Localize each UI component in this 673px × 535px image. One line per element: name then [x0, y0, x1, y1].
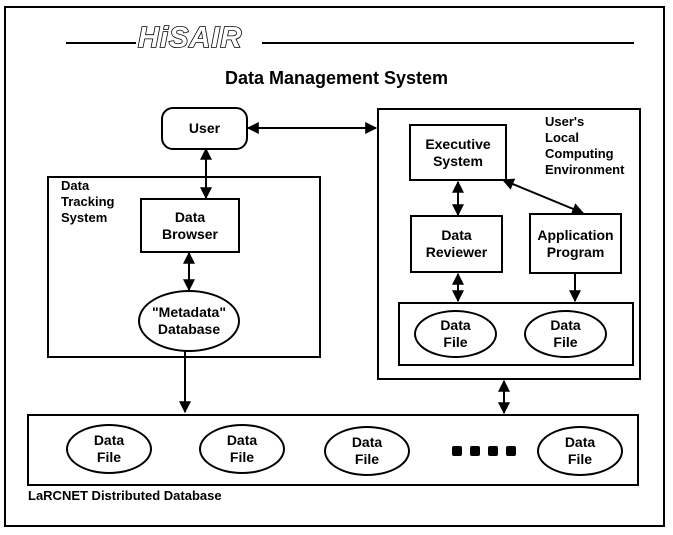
slide-frame	[4, 6, 665, 527]
local-data-files-box	[398, 302, 634, 366]
data-file-label: Data File	[550, 317, 581, 350]
page-title: Data Management System	[224, 68, 449, 88]
data-file-label: Data File	[351, 434, 383, 467]
distributed-data-file: Data File	[537, 426, 623, 476]
user-node: User	[161, 107, 248, 150]
application-program-label: Application Program	[537, 226, 614, 260]
distributed-data-file: Data File	[199, 424, 285, 474]
data-file-label: Data File	[226, 432, 258, 465]
data-file-label: Data File	[93, 432, 125, 465]
distributed-data-file: Data File	[324, 426, 410, 476]
executive-system-node: Executive System	[409, 124, 507, 181]
distributed-data-file: Data File	[66, 424, 152, 474]
metadata-database-label: "Metadata" Database	[152, 304, 226, 337]
larcnet-distributed-database-box	[27, 414, 639, 486]
local-data-file: Data File	[524, 310, 607, 358]
data-file-label: Data File	[564, 434, 596, 467]
data-reviewer-label: Data Reviewer	[425, 227, 488, 260]
larcnet-distributed-database-label: LaRCNET Distributed Database	[28, 488, 222, 503]
data-browser-label: Data Browser	[161, 208, 219, 242]
local-computing-environment-box	[377, 108, 641, 380]
data-browser-node: Data Browser	[140, 198, 240, 253]
local-computing-environment-label: User's Local Computing Environment	[545, 114, 625, 177]
data-tracking-system-label: Data Tracking System	[61, 178, 115, 225]
data-file-label: Data File	[440, 317, 471, 350]
local-data-file: Data File	[414, 310, 497, 358]
data-reviewer-node: Data Reviewer	[410, 215, 503, 273]
metadata-database-node: "Metadata" Database	[138, 290, 240, 352]
executive-system-label: Executive System	[425, 135, 491, 169]
user-node-label: User	[188, 120, 221, 136]
application-program-node: Application Program	[529, 213, 622, 274]
hisair-logo: HiSAIR	[137, 21, 243, 55]
